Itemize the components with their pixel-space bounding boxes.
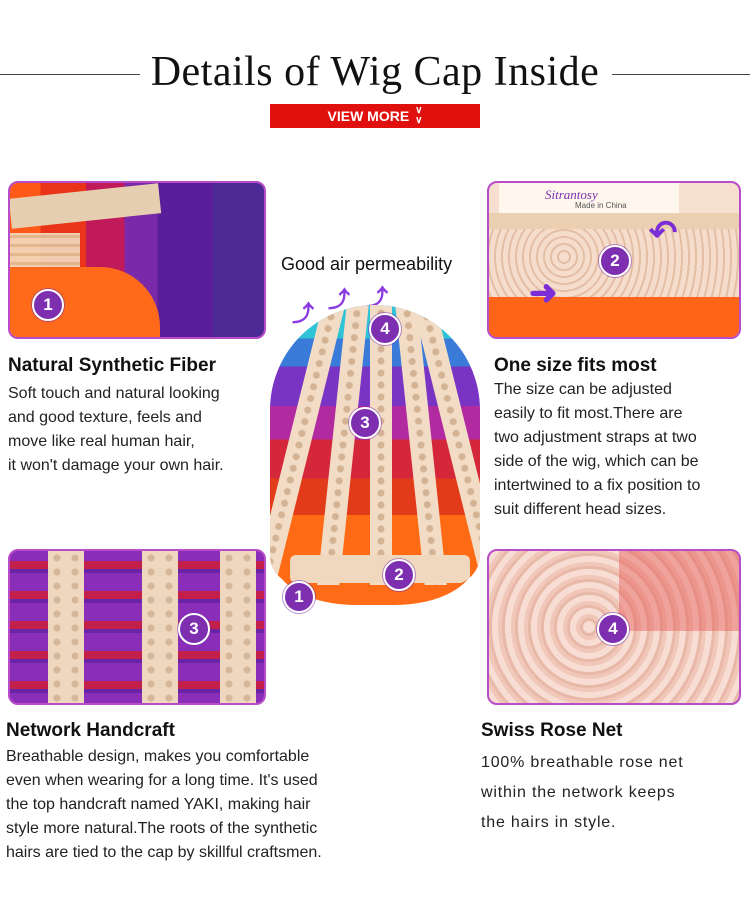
rose-badge: 4 — [597, 613, 629, 645]
adjustable-strap-photo: Sitrantosy Made in China ↶ ➜ 2 — [487, 181, 741, 339]
adjustment-strap — [489, 213, 739, 229]
fiber-badge: 1 — [32, 289, 64, 321]
rose-net-photo: 4 — [487, 549, 741, 705]
wig-cap-illustration: 4 3 2 1 — [265, 305, 485, 613]
network-heading: Network Handcraft — [6, 720, 175, 741]
center-badge-3: 3 — [349, 407, 381, 439]
lace-band — [142, 551, 178, 703]
center-badge-1: 1 — [283, 581, 315, 613]
center-badge-2: 2 — [383, 559, 415, 591]
cap-lace-band — [370, 305, 392, 585]
rose-text: 100% breathable rose net within the netw… — [481, 754, 684, 831]
hair-behind-net — [619, 551, 739, 631]
network-badge: 3 — [178, 613, 210, 645]
air-arrow-icon: ⤴ — [366, 285, 389, 310]
fiber-text: Soft touch and natural looking and good … — [8, 385, 224, 474]
size-heading: One size fits most — [494, 355, 657, 376]
brand-tag-sub: Made in China — [575, 201, 627, 210]
curved-arrow-left-icon: ↶ — [649, 214, 678, 252]
title-rule-left — [0, 74, 140, 75]
brand-tag — [499, 183, 679, 215]
cap-rim — [290, 555, 470, 583]
view-more-label: VIEW MORE — [327, 108, 410, 124]
network-text: Breathable design, makes you comfortable… — [6, 748, 322, 861]
center-badge-4: 4 — [369, 313, 401, 345]
size-text: The size can be adjusted easily to fit m… — [494, 381, 701, 518]
lace-band — [220, 551, 256, 703]
lace-band — [48, 551, 84, 703]
curved-arrow-right-icon: ➜ — [529, 274, 558, 312]
fiber-heading: Natural Synthetic Fiber — [8, 355, 216, 376]
view-more-button[interactable]: VIEW MORE ∨∨ — [270, 104, 480, 128]
brand-tag-text: Sitrantosy — [545, 187, 598, 202]
rose-heading: Swiss Rose Net — [481, 720, 623, 741]
double-chevron-down-icon: ∨∨ — [415, 105, 423, 126]
page-title: Details of Wig Cap Inside — [150, 49, 600, 95]
air-permeability-label: Good air permeability — [281, 254, 453, 274]
cap-strap — [10, 183, 162, 229]
orange-hair — [489, 297, 739, 337]
air-arrow-icon: ⤴ — [292, 301, 315, 326]
network-handcraft-photo: 3 — [8, 549, 266, 705]
title-rule-right — [612, 74, 750, 75]
wig-cap — [270, 305, 480, 585]
fiber-photo: 1 — [8, 181, 266, 339]
size-badge: 2 — [599, 245, 631, 277]
